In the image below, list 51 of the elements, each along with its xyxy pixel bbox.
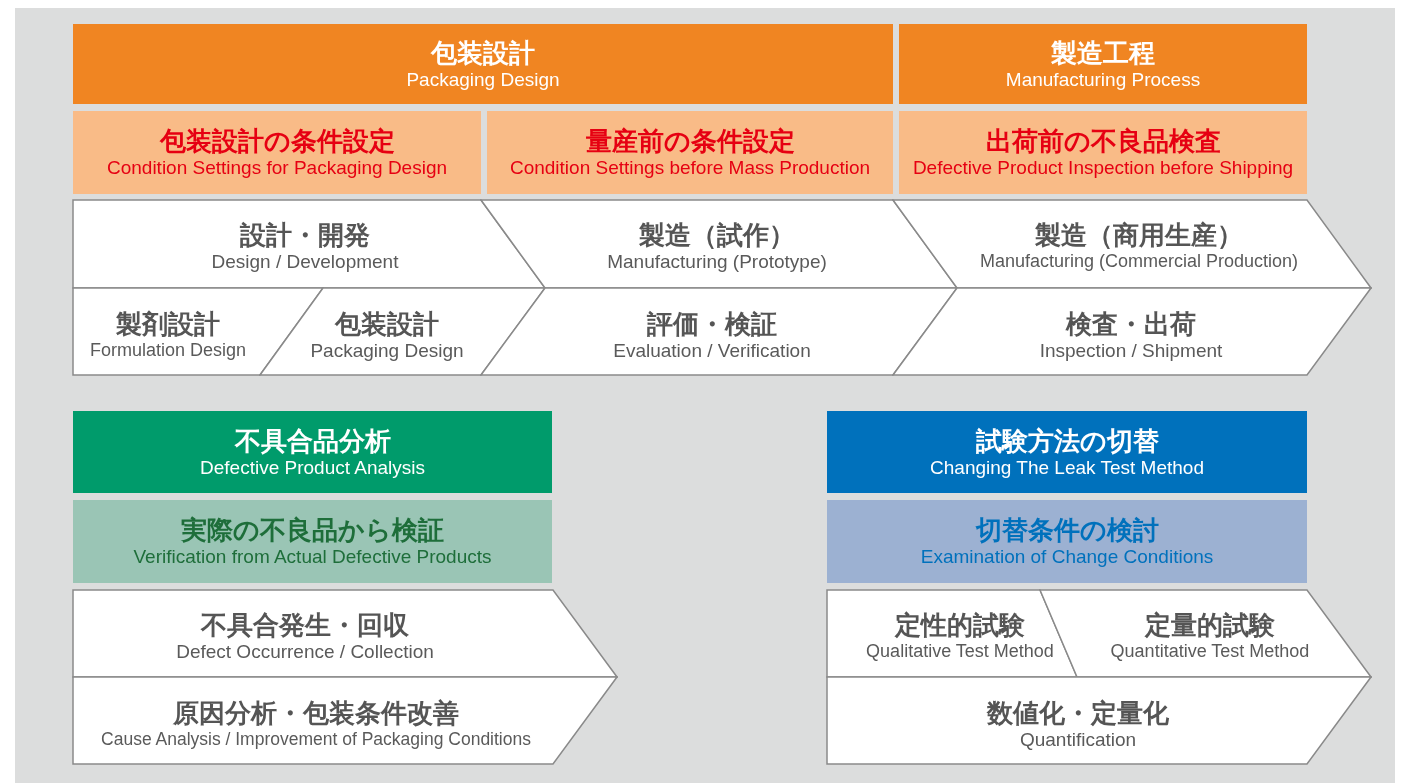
heading-text: 原因分析・包装条件改善: [172, 697, 460, 728]
subheading-text: Condition Settings for Packaging Design: [106, 156, 448, 179]
subheading-text: Cause Analysis / Improvement of Packaging Conditions: [101, 727, 531, 751]
heading-text: 製造工程: [1051, 37, 1155, 68]
subheading-text: Packaging Design: [406, 67, 560, 91]
heading-text: 定量的試験: [1143, 609, 1276, 640]
heading-band: [899, 111, 1307, 194]
heading-text: 定性的試験: [893, 609, 1026, 640]
heading-text: 量産前の条件設定: [585, 126, 795, 156]
heading-band: [73, 24, 893, 104]
heading-text: 数値化・定量化: [987, 697, 1169, 728]
subheading-text: Changing The Leak Test Method: [930, 455, 1204, 479]
heading-band: [73, 500, 552, 583]
subheading-text: Manufacturing Process: [1005, 67, 1201, 91]
heading-band: [487, 111, 893, 194]
subheading-text: Defect Occurrence / Collection: [176, 639, 434, 663]
heading-text: 検査・出荷: [1064, 308, 1197, 339]
subheading-text: Design / Development: [211, 249, 399, 273]
subheading-text: Formulation Design: [89, 338, 247, 362]
subheading-text: Verification from Actual Defective Products: [133, 545, 492, 568]
heading-band: [73, 111, 481, 194]
heading-text: 包装設計: [333, 308, 440, 339]
subheading-text: Manufacturing (Prototype): [607, 249, 827, 273]
heading-band: [899, 24, 1307, 104]
subheading-text: Packaging Design: [310, 338, 464, 362]
heading-text: 設計・開発: [239, 219, 371, 250]
heading-text: 不具合品分析: [234, 425, 391, 456]
heading-text: 実際の不良品から検証: [181, 515, 444, 545]
heading-band: [827, 411, 1307, 493]
subheading-text: Defective Product Analysis: [200, 455, 425, 479]
heading-text: 不具合発生・回収: [199, 609, 410, 640]
heading-text: 切替条件の検討: [975, 515, 1159, 545]
heading-band: [827, 500, 1307, 583]
heading-text: 製造（試作）: [638, 219, 796, 250]
subheading-text: Inspection / Shipment: [1039, 338, 1223, 362]
subheading-text: Examination of Change Conditions: [920, 545, 1214, 568]
heading-text: 製剤設計: [115, 308, 221, 339]
heading-text: 評価・検証: [646, 308, 778, 339]
subheading-text: Quantification: [1018, 727, 1138, 751]
heading-band: [73, 411, 552, 493]
heading-text: 包装設計: [431, 37, 535, 68]
heading-text: 製造（商用生産）: [1034, 219, 1244, 250]
subheading-text: Qualitative Test Method: [866, 639, 1054, 663]
subheading-text: Manufacturing (Commercial Production): [979, 249, 1299, 273]
subheading-text: Condition Settings before Mass Production: [509, 156, 871, 179]
subheading-text: Defective Product Inspection before Shipping: [912, 156, 1294, 179]
subheading-text: Evaluation / Verification: [613, 338, 811, 362]
heading-text: 出荷前の不良品検査: [985, 126, 1221, 156]
heading-text: 包装設計の条件設定: [159, 126, 395, 156]
subheading-text: Quantitative Test Method: [1110, 639, 1310, 663]
heading-text: 試験方法の切替: [975, 425, 1159, 456]
